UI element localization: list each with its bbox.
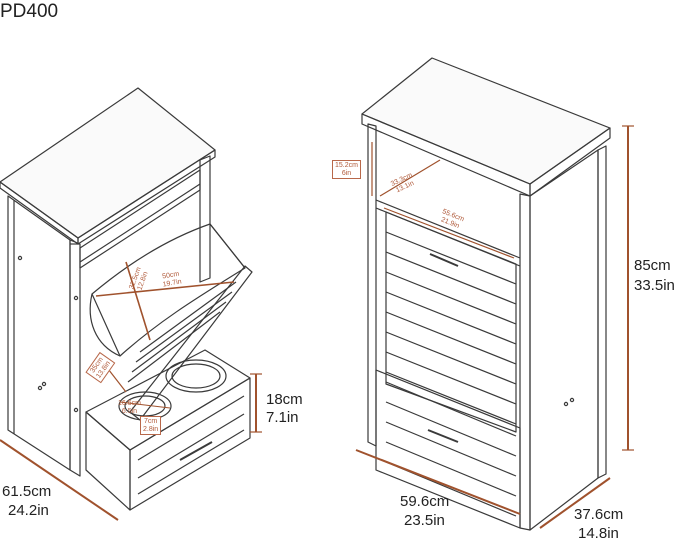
left-tilt-bin	[91, 223, 246, 357]
side-depth-in: 14.8in	[578, 525, 619, 542]
right-front-post	[519, 193, 531, 531]
bowl-dia-in: 6.5in	[121, 407, 138, 415]
left-depth-cm: 61.5cm	[2, 483, 52, 500]
height-in: 33.5in	[634, 277, 675, 294]
left-dimension-lines	[0, 261, 262, 521]
left-side-panel	[7, 195, 71, 471]
right-cabinet	[361, 57, 611, 531]
shelf-height-label: 15.2cm 6in	[332, 160, 361, 180]
left-cabinet	[0, 87, 253, 511]
width-cm: 59.6cm	[400, 493, 450, 510]
right-bin-front	[385, 211, 517, 433]
model-label: PD400	[0, 1, 59, 22]
left-top-slab	[0, 87, 216, 239]
left-top-slab-side	[77, 149, 216, 245]
bin-width-label: 50cm 19.7in	[161, 270, 182, 289]
shelf-height-cm: 15.2cm	[335, 162, 358, 169]
right-bin-handle	[429, 253, 459, 267]
left-drawer-side	[85, 411, 131, 511]
shelf-height-in: 6in	[341, 169, 352, 177]
left-front-post	[69, 239, 81, 477]
bowl-dia-label: 16.5cm 6.5in	[118, 400, 141, 415]
drawer-height-cm: 18cm	[266, 391, 303, 408]
width-in: 23.5in	[404, 512, 445, 529]
left-back-post	[199, 155, 211, 283]
side-depth-cm: 37.6cm	[574, 506, 624, 523]
bowl-right	[165, 359, 227, 393]
right-drawer-handle	[427, 429, 459, 443]
bin-front-edge	[129, 265, 253, 421]
bowl-depth-label: 7cm 2.8in	[140, 416, 162, 436]
bowl-dia-cm: 16.5cm	[118, 400, 141, 407]
right-dimension-lines	[355, 125, 634, 529]
right-drawer-front	[375, 369, 521, 529]
left-drawer-front	[129, 377, 251, 511]
bowl-depth-in: 2.8in	[143, 425, 159, 433]
left-drawer-handle	[179, 441, 213, 461]
bowl-depth-cm: 7cm	[143, 418, 158, 425]
height-cm: 85cm	[634, 257, 671, 274]
right-side-panel	[529, 149, 599, 531]
drawer-height-in: 7.1in	[266, 409, 299, 426]
left-depth-in: 24.2in	[8, 502, 49, 519]
right-top-slab-side	[529, 127, 611, 197]
